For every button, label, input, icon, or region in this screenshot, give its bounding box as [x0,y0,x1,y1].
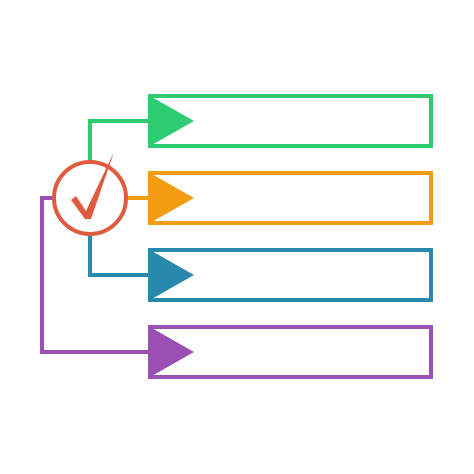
connectors-group [40,119,152,354]
triangle-right-icon [150,327,194,377]
list-item [148,325,433,379]
triangle-right-icon [150,173,194,223]
triangle-right-icon [150,250,194,300]
row-box-4 [148,325,433,379]
list-item [148,94,433,148]
connector-line-4 [40,196,152,354]
list-item [148,171,433,225]
checkmark-icon [71,152,114,219]
rows-group [148,94,433,379]
connector-line-1 [88,119,152,162]
row-box-3 [148,248,433,302]
connector-line-3 [88,234,152,277]
triangle-right-icon [150,96,194,146]
row-box-2 [148,171,433,225]
list-item [148,248,433,302]
checkmark-circle-icon [52,152,128,236]
hub-circle [52,160,128,236]
